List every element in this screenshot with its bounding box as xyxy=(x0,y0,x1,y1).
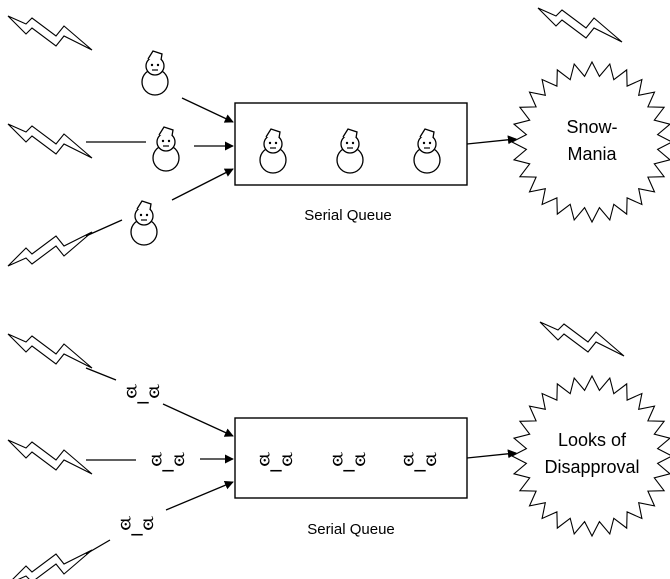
disapproval-face: ಠ_ಠ xyxy=(126,379,160,404)
bottom-panel: ಠ_ಠ ಠ_ಠ ಠ_ಠ ಠ_ಠ ಠ_ಠ ಠ_ಠ Serial Queue Loo… xyxy=(7,321,670,579)
disapproval-face: ಠ_ಠ xyxy=(120,511,154,536)
lightning-bolt-icon xyxy=(7,123,93,159)
lightning-bolt-icon xyxy=(537,7,623,43)
lightning-bolt-icon xyxy=(539,321,625,357)
lightning-bolt-icon xyxy=(7,439,93,475)
lightning-bolt-icon xyxy=(7,333,93,369)
destination-label-line2: Disapproval xyxy=(544,457,639,477)
input-arrow xyxy=(165,480,234,511)
destination-label-line2: Mania xyxy=(567,144,617,164)
top-panel: Serial Queue Snow- Mania xyxy=(7,7,670,267)
disapproval-face: ಠ_ಠ xyxy=(259,447,293,472)
starburst-icon xyxy=(510,374,670,538)
serial-queue-box xyxy=(234,417,468,499)
destination-label-line1: Looks of xyxy=(558,430,627,450)
disapproval-face: ಠ_ಠ xyxy=(403,447,437,472)
snowman-icon xyxy=(130,200,158,246)
destination-label-line1: Snow- xyxy=(566,117,617,137)
lightning-bolt-icon xyxy=(7,231,93,267)
lightning-bolt-icon xyxy=(7,15,93,51)
input-arrow xyxy=(181,97,234,123)
input-arrow xyxy=(162,403,234,437)
disapproval-face: ಠ_ಠ xyxy=(151,447,185,472)
starburst-icon xyxy=(510,60,670,224)
queue-caption: Serial Queue xyxy=(304,207,392,224)
lightning-bolt-icon xyxy=(7,549,93,579)
queue-caption: Serial Queue xyxy=(307,521,395,538)
output-arrow xyxy=(466,135,517,145)
snowman-icon xyxy=(152,126,180,172)
disapproval-face: ಠ_ಠ xyxy=(332,447,366,472)
input-arrow xyxy=(171,168,234,201)
output-arrow xyxy=(466,449,517,459)
snowman-icon xyxy=(141,50,169,96)
